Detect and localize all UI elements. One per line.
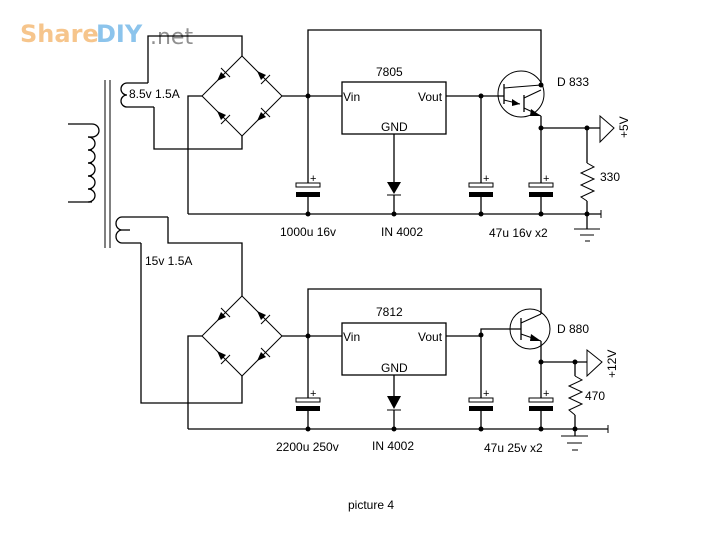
svg-text:+: + bbox=[483, 388, 489, 400]
output-12v-label: +12V bbox=[605, 350, 619, 378]
input-cap-label-5v: 1000u 16v bbox=[280, 225, 336, 239]
wire bbox=[167, 217, 243, 296]
cap-plus: + bbox=[310, 173, 316, 185]
regulator-vout-label: Vout bbox=[418, 90, 443, 104]
resistor-330 bbox=[579, 128, 596, 214]
output-12v-terminal-icon bbox=[586, 348, 603, 378]
regulator-vout-label: Vout bbox=[418, 330, 443, 344]
svg-text:+: + bbox=[543, 388, 549, 400]
circuit-5v: 7805 Vin Vout GND + + bbox=[147, 29, 631, 242]
secondary-winding-top bbox=[120, 82, 154, 108]
capacitor-output-5v-b: + bbox=[528, 128, 554, 214]
gnd-diode-label-12v: IN 4002 bbox=[372, 439, 414, 453]
regulator-part-label: 7812 bbox=[376, 305, 403, 319]
resistor-label-5v: 330 bbox=[600, 170, 620, 184]
transistor-label-5v: D 833 bbox=[557, 75, 589, 89]
regulator-part-label: 7805 bbox=[376, 65, 403, 79]
bridge-rectifier-5v bbox=[201, 55, 283, 137]
diode-gnd-12v bbox=[387, 375, 401, 429]
sharediy-watermark: Share DIY .net bbox=[20, 20, 193, 50]
figure-caption: picture 4 bbox=[348, 498, 394, 512]
capacitor-output-12v-b: + bbox=[528, 362, 554, 429]
watermark-net: .net bbox=[150, 25, 193, 50]
svg-text:+: + bbox=[543, 173, 549, 185]
secondary-top-label: 8.5v 1.5A bbox=[129, 87, 180, 101]
wire bbox=[153, 107, 243, 150]
wire bbox=[307, 29, 542, 96]
gnd-diode-label-5v: IN 4002 bbox=[381, 225, 423, 239]
wire bbox=[140, 243, 243, 404]
output-5v-terminal-icon bbox=[599, 114, 615, 144]
wire bbox=[307, 288, 542, 336]
regulator-vin-label: Vin bbox=[343, 90, 360, 104]
primary-winding bbox=[68, 123, 100, 203]
capacitor-input-5v: + bbox=[295, 96, 321, 214]
ground-icon bbox=[561, 429, 588, 451]
wire bbox=[147, 35, 243, 83]
watermark-diy: DIY bbox=[96, 20, 143, 48]
capacitor-input-12v: + bbox=[295, 336, 321, 429]
output-caps-label-5v: 47u 16v x2 bbox=[489, 226, 548, 240]
wire bbox=[187, 95, 202, 214]
svg-text:+: + bbox=[483, 173, 489, 185]
regulator-gnd-label: GND bbox=[381, 120, 408, 134]
diode-gnd-5v bbox=[387, 134, 401, 214]
wire bbox=[187, 335, 202, 429]
circuit-12v: 7812 Vin Vout GND + + bbox=[140, 217, 619, 455]
transistor-d833 bbox=[497, 70, 545, 128]
cap-plus: + bbox=[310, 388, 316, 400]
secondary-winding-bottom bbox=[115, 216, 168, 244]
capacitor-output-12v-a: + bbox=[468, 336, 494, 429]
transformer bbox=[68, 80, 168, 248]
secondary-bottom-label: 15v 1.5A bbox=[145, 254, 192, 268]
bridge-rectifier-12v bbox=[201, 295, 283, 377]
input-cap-label-12v: 2200u 250v bbox=[276, 440, 339, 454]
output-5v-label: +5V bbox=[617, 116, 631, 138]
ground-icon bbox=[574, 214, 600, 242]
capacitor-output-5v-a: + bbox=[468, 96, 494, 214]
regulator-gnd-label: GND bbox=[381, 361, 408, 375]
regulator-vin-label: Vin bbox=[343, 330, 360, 344]
transistor-label-12v: D 880 bbox=[557, 322, 589, 336]
watermark-share: Share bbox=[20, 20, 99, 48]
resistor-470 bbox=[567, 362, 584, 429]
output-caps-label-12v: 47u 25v x2 bbox=[484, 441, 543, 455]
transistor-d880 bbox=[509, 308, 551, 362]
resistor-label-12v: 470 bbox=[585, 389, 605, 403]
